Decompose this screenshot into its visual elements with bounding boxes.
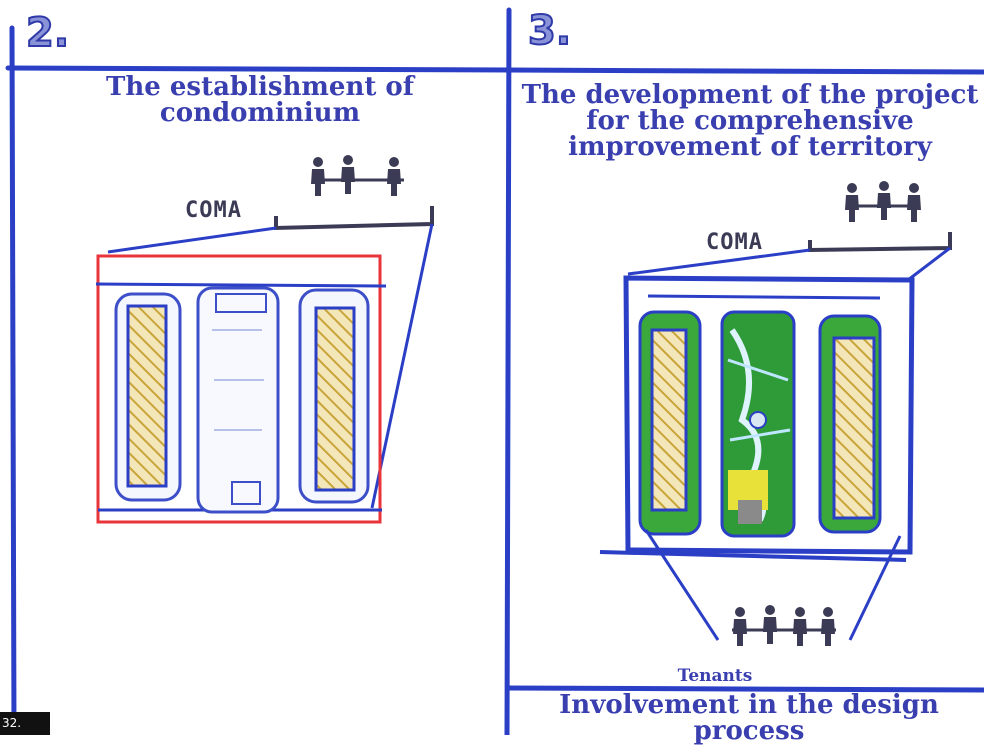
person-group-icon	[732, 605, 836, 646]
panel-2-title: The establishment of condominium	[60, 74, 460, 126]
panel-number-3: 3.	[527, 7, 572, 55]
footer-caption: Involvement in the design process	[559, 690, 939, 746]
tenants-label: Tenants	[677, 666, 753, 686]
person-group-icon	[845, 181, 921, 222]
panel-3-title: The development of the project for the c…	[520, 82, 980, 160]
panel-2-coma-label: COMA	[185, 198, 242, 223]
panel-3-title-line-2: for the comprehensive	[586, 106, 914, 136]
panel-3-coma-label: COMA	[706, 230, 763, 255]
panel-2-title-line-2: condominium	[159, 98, 361, 128]
panel-3-title-line-3: improvement of territory	[568, 132, 932, 162]
panel-number-2: 2.	[25, 9, 70, 57]
person-group-icon	[311, 155, 404, 196]
panel-2-title-line-1: The establishment of	[106, 72, 414, 102]
panel-3-title-line-1: The development of the project	[521, 80, 979, 110]
page-number: 32.	[0, 712, 50, 735]
